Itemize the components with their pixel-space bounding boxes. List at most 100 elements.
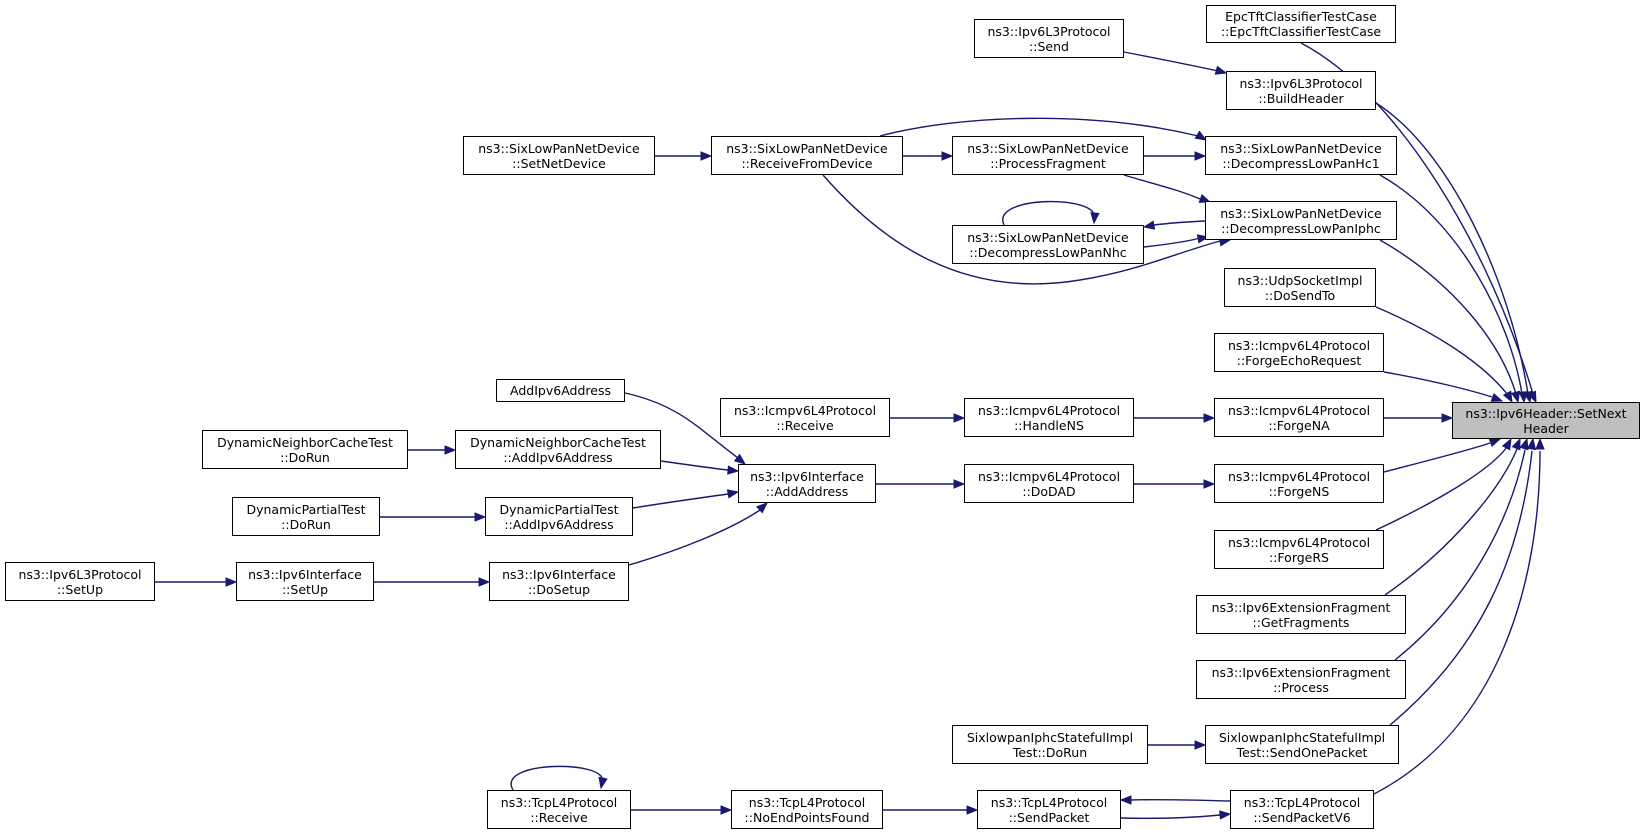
node-label-line2: Test::DoRun [1012,744,1088,760]
node-sixlowpannetdevice-decompresslowpanhc1[interactable]: ns3::SixLowPanNetDevice ::DecompressLowP… [1205,136,1397,175]
edge-udpdosendto-to-setnextheader-arrowhead [1502,390,1513,404]
node-icmpv6l4protocol-receive[interactable]: ns3::Icmpv6L4Protocol ::Receive [720,398,890,437]
edge-forgens-to-setnextheader-arrowhead [1488,438,1502,448]
node-ipv6interface-addaddress[interactable]: ns3::Ipv6Interface ::AddAddress [738,464,876,503]
node-tcpl4protocol-sendpacket[interactable]: ns3::TcpL4Protocol ::SendPacket [977,790,1121,829]
edge-addipv6address-to-ipv6ifaddaddress [624,392,739,459]
node-label-line2: ::DecompressLowPanNhc [969,244,1127,260]
node-label-line1: ns3::TcpL4Protocol [500,794,618,810]
node-label-line1: ns3::Ipv6L3Protocol [1239,75,1363,91]
node-dynamicpartialtest-addipv6address[interactable]: DynamicPartialTest ::AddIpv6Address [485,497,633,536]
node-label-line1: ns3::SixLowPanNetDevice [1220,140,1382,156]
node-tcpl4protocol-noendpointsfound[interactable]: ns3::TcpL4Protocol ::NoEndPointsFound [731,790,883,829]
node-epctftclassifiertestcase[interactable]: EpcTftClassifierTestCase ::EpcTftClassif… [1206,5,1396,43]
node-label-line1: ns3::Icmpv6L4Protocol [1227,402,1371,418]
edge-dynpartialaddip-to-ipv6ifaddaddress-arrowhead [726,489,740,499]
node-label-line1: ns3::SixLowPanNetDevice [1220,205,1382,221]
node-label-line2: ::ProcessFragment [990,155,1106,171]
node-label-line2: ::NoEndPointsFound [744,809,870,825]
node-tcpl4protocol-receive[interactable]: ns3::TcpL4Protocol ::Receive [487,790,631,829]
node-label-line1: ns3::TcpL4Protocol [1243,794,1361,810]
node-label-line2: ::ForgeNS [1268,483,1330,499]
node-label-line2: ::DoSetup [527,581,591,597]
node-label-line1: AddIpv6Address [510,383,611,398]
node-sixlowpannetdevice-setnetdevice[interactable]: ns3::SixLowPanNetDevice ::SetNetDevice [463,136,655,175]
node-label-line2: ::Process [1273,679,1329,695]
node-label-line1: ns3::SixLowPanNetDevice [478,140,640,156]
node-icmpv6l4protocol-forgeechorequest[interactable]: ns3::Icmpv6L4Protocol ::ForgeEchoRequest [1214,333,1384,372]
edge-ipv6ifdosetup-to-ipv6ifaddaddress-arrowhead [756,502,769,514]
edge-decompressiphc-to-decompressnhc-arrowhead [1142,220,1156,230]
edge-tcpsendpacket-to-tcpsendpacketv6 [1120,814,1221,820]
edge-forgeechorequest-to-setnextheader [1383,371,1493,398]
edge-decompressnhc-to-decompressiphc [1143,237,1201,248]
node-label-line1: ns3::Icmpv6L4Protocol [977,468,1121,484]
edge-forgers-to-setnextheader-arrowhead [1501,437,1512,451]
edge-dyncacheaddip-to-ipv6ifaddaddress-arrowhead [727,465,740,475]
node-label-line1: ns3::Icmpv6L4Protocol [1227,468,1371,484]
edge-tcpsendpacketv6-to-setnextheader [1371,450,1541,796]
node-label-line2: Test::SendOnePacket [1236,744,1368,760]
node-sixlowpannetdevice-decompresslowpaniphc[interactable]: ns3::SixLowPanNetDevice ::DecompressLowP… [1205,201,1397,240]
edge-receivefromdevice-to-processfragment-arrowhead [941,151,954,161]
edge-tcpsendpacketv6-to-tcpsendpacket-arrowhead [1119,795,1132,805]
edge-noendpointsfound-to-tcpsendpacket-arrowhead [966,805,979,815]
edge-extfragprocess-to-setnextheader [1394,449,1526,661]
node-label-line1: ns3::Icmpv6L4Protocol [1227,534,1371,550]
edge-tcpsendpacketv6-to-tcpsendpacket [1130,798,1231,802]
node-label-line1: ns3::SixLowPanNetDevice [967,229,1129,245]
node-sixlowpannetdevice-receivefromdevice[interactable]: ns3::SixLowPanNetDevice ::ReceiveFromDev… [711,136,903,175]
edge-dyncacheaddip-to-ipv6ifaddaddress [660,460,729,471]
node-label-line1: ns3::Ipv6Interface [248,566,362,582]
node-icmpv6l4protocol-dodad[interactable]: ns3::Icmpv6L4Protocol ::DoDAD [964,464,1134,503]
node-ipv6extensionfragment-getfragments[interactable]: ns3::Ipv6ExtensionFragment ::GetFragment… [1196,595,1406,634]
node-ipv6interface-dosetup[interactable]: ns3::Ipv6Interface ::DoSetup [489,562,629,601]
edge-sixstatefulsendone-to-setnextheader [1389,450,1533,726]
node-icmpv6l4protocol-handlens[interactable]: ns3::Icmpv6L4Protocol ::HandleNS [964,398,1134,437]
node-sixlowpaniphcstatefulimpltest-sendonepacket[interactable]: SixlowpanIphcStatefulImpl Test::SendOneP… [1205,725,1399,764]
node-icmpv6l4protocol-forgena[interactable]: ns3::Icmpv6L4Protocol ::ForgeNA [1214,398,1384,437]
edge-addipv6address-to-ipv6ifaddaddress-arrowhead [733,453,747,465]
node-icmpv6l4protocol-forgers[interactable]: ns3::Icmpv6L4Protocol ::ForgeRS [1214,530,1384,569]
edge-dynpartialaddip-to-ipv6ifaddaddress [632,493,729,509]
node-label-line2: ::DoDAD [1022,483,1076,499]
node-ipv6l3protocol-setup[interactable]: ns3::Ipv6L3Protocol ::SetUp [5,562,155,601]
node-ipv6extensionfragment-process[interactable]: ns3::Ipv6ExtensionFragment ::Process [1196,660,1406,699]
node-label-line1: ns3::Icmpv6L4Protocol [1227,337,1371,353]
node-tcpl4protocol-sendpacketv6[interactable]: ns3::TcpL4Protocol ::SendPacketV6 [1230,790,1374,829]
node-dynamicneighborcachetest-addipv6address[interactable]: DynamicNeighborCacheTest ::AddIpv6Addres… [455,430,661,469]
node-dynamicpartialtest-dorun[interactable]: DynamicPartialTest ::DoRun [232,497,380,536]
node-label-line1: ns3::Icmpv6L4Protocol [977,402,1121,418]
node-label-line2: ::SendPacketV6 [1253,809,1351,825]
node-label-line2: ::DecompressLowPanIphc [1221,220,1381,236]
node-label-line2: ::AddIpv6Address [504,516,614,532]
node-label-line1: ns3::Ipv6Interface [502,566,616,582]
node-ipv6interface-setup[interactable]: ns3::Ipv6Interface ::SetUp [236,562,374,601]
node-sixlowpannetdevice-decompresslowpannhc[interactable]: ns3::SixLowPanNetDevice ::DecompressLowP… [952,225,1144,264]
node-ipv6l3protocol-send[interactable]: ns3::Ipv6L3Protocol ::Send [974,19,1124,58]
node-sixlowpannetdevice-processfragment[interactable]: ns3::SixLowPanNetDevice ::ProcessFragmen… [952,136,1144,175]
node-label-line1: SixlowpanIphcStatefulImpl [966,729,1134,745]
edge-buildheader-to-setnextheader [1375,102,1529,395]
node-dynamicneighborcachetest-dorun[interactable]: DynamicNeighborCacheTest ::DoRun [202,430,408,469]
edge-getfragments-to-setnextheader-arrowhead [1511,437,1521,451]
node-icmpv6l4protocol-forgens[interactable]: ns3::Icmpv6L4Protocol ::ForgeNS [1214,464,1384,503]
node-label-line2: ::ForgeEchoRequest [1236,352,1362,368]
node-sixlowpaniphcstatefulimpltest-dorun[interactable]: SixlowpanIphcStatefulImpl Test::DoRun [952,725,1148,764]
node-addipv6address[interactable]: AddIpv6Address [496,379,625,402]
node-label-line2: ::SetNetDevice [512,155,606,171]
edge-tcpsendpacketv6-to-setnextheader-arrowhead [1535,437,1545,450]
edge-forgers-to-setnextheader [1375,446,1508,531]
node-label-line1: ns3::Ipv6ExtensionFragment [1211,664,1391,680]
node-ipv6l3protocol-buildheader[interactable]: ns3::Ipv6L3Protocol ::BuildHeader [1226,71,1376,110]
node-label-line2: ::ForgeNA [1268,417,1330,433]
edge-dyncachedorun-to-dyncacheaddip-arrowhead [444,445,457,455]
node-udpsocketimpl-dosendto[interactable]: ns3::UdpSocketImpl ::DoSendTo [1224,268,1376,307]
node-label-line1: ns3::Ipv6L3Protocol [18,566,142,582]
edge-ipv6l3setup-to-ipv6ifsetup-arrowhead [225,577,238,587]
edge-sixstatefulsendone-to-setnextheader-arrowhead [1526,437,1537,451]
node-label-line1: ns3::Ipv6ExtensionFragment [1211,599,1391,615]
edge-sixstatefuldorun-to-sixstatefulsendone-arrowhead [1194,740,1207,750]
node-label-line1: ns3::Ipv6L3Protocol [987,23,1111,39]
